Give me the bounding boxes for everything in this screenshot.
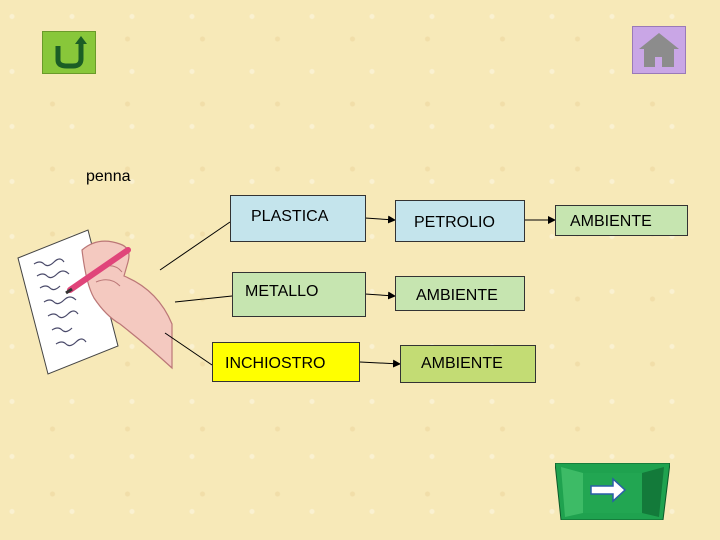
connector-pen-inchiostro bbox=[164, 332, 213, 366]
box-petrolio: PETROLIO bbox=[395, 200, 525, 242]
right-arrow-icon bbox=[554, 462, 671, 521]
box-metallo: METALLO bbox=[232, 272, 366, 317]
arrow-plastica-petrolio bbox=[364, 215, 396, 224]
back-button[interactable] bbox=[42, 31, 96, 74]
box-petrolio-label: PETROLIO bbox=[414, 214, 495, 231]
box-ambiente-inchiostro-label: AMBIENTE bbox=[421, 355, 503, 372]
home-button[interactable] bbox=[632, 26, 686, 74]
box-plastica: PLASTICA bbox=[230, 195, 366, 242]
arrow-metallo-ambiente bbox=[364, 291, 396, 300]
box-ambiente-metallo-label: AMBIENTE bbox=[416, 287, 498, 304]
box-ambiente-petrolio: AMBIENTE bbox=[555, 205, 688, 236]
box-ambiente-metallo: AMBIENTE bbox=[395, 276, 525, 311]
box-inchiostro-label: INCHIOSTRO bbox=[225, 355, 326, 372]
u-turn-arrow-icon bbox=[55, 36, 87, 69]
connector-pen-metallo bbox=[174, 295, 233, 303]
box-inchiostro: INCHIOSTRO bbox=[212, 342, 360, 382]
topic-label: penna bbox=[86, 168, 131, 185]
hand-writing-illustration bbox=[17, 229, 173, 375]
box-plastica-label: PLASTICA bbox=[251, 208, 329, 225]
next-button[interactable] bbox=[554, 462, 671, 521]
house-icon bbox=[639, 33, 679, 67]
connector-pen-plastica bbox=[159, 221, 231, 271]
box-metallo-label: METALLO bbox=[245, 283, 319, 300]
arrow-inchiostro-ambiente bbox=[359, 359, 401, 368]
box-ambiente-petrolio-label: AMBIENTE bbox=[570, 213, 652, 230]
box-ambiente-inchiostro: AMBIENTE bbox=[400, 345, 536, 383]
